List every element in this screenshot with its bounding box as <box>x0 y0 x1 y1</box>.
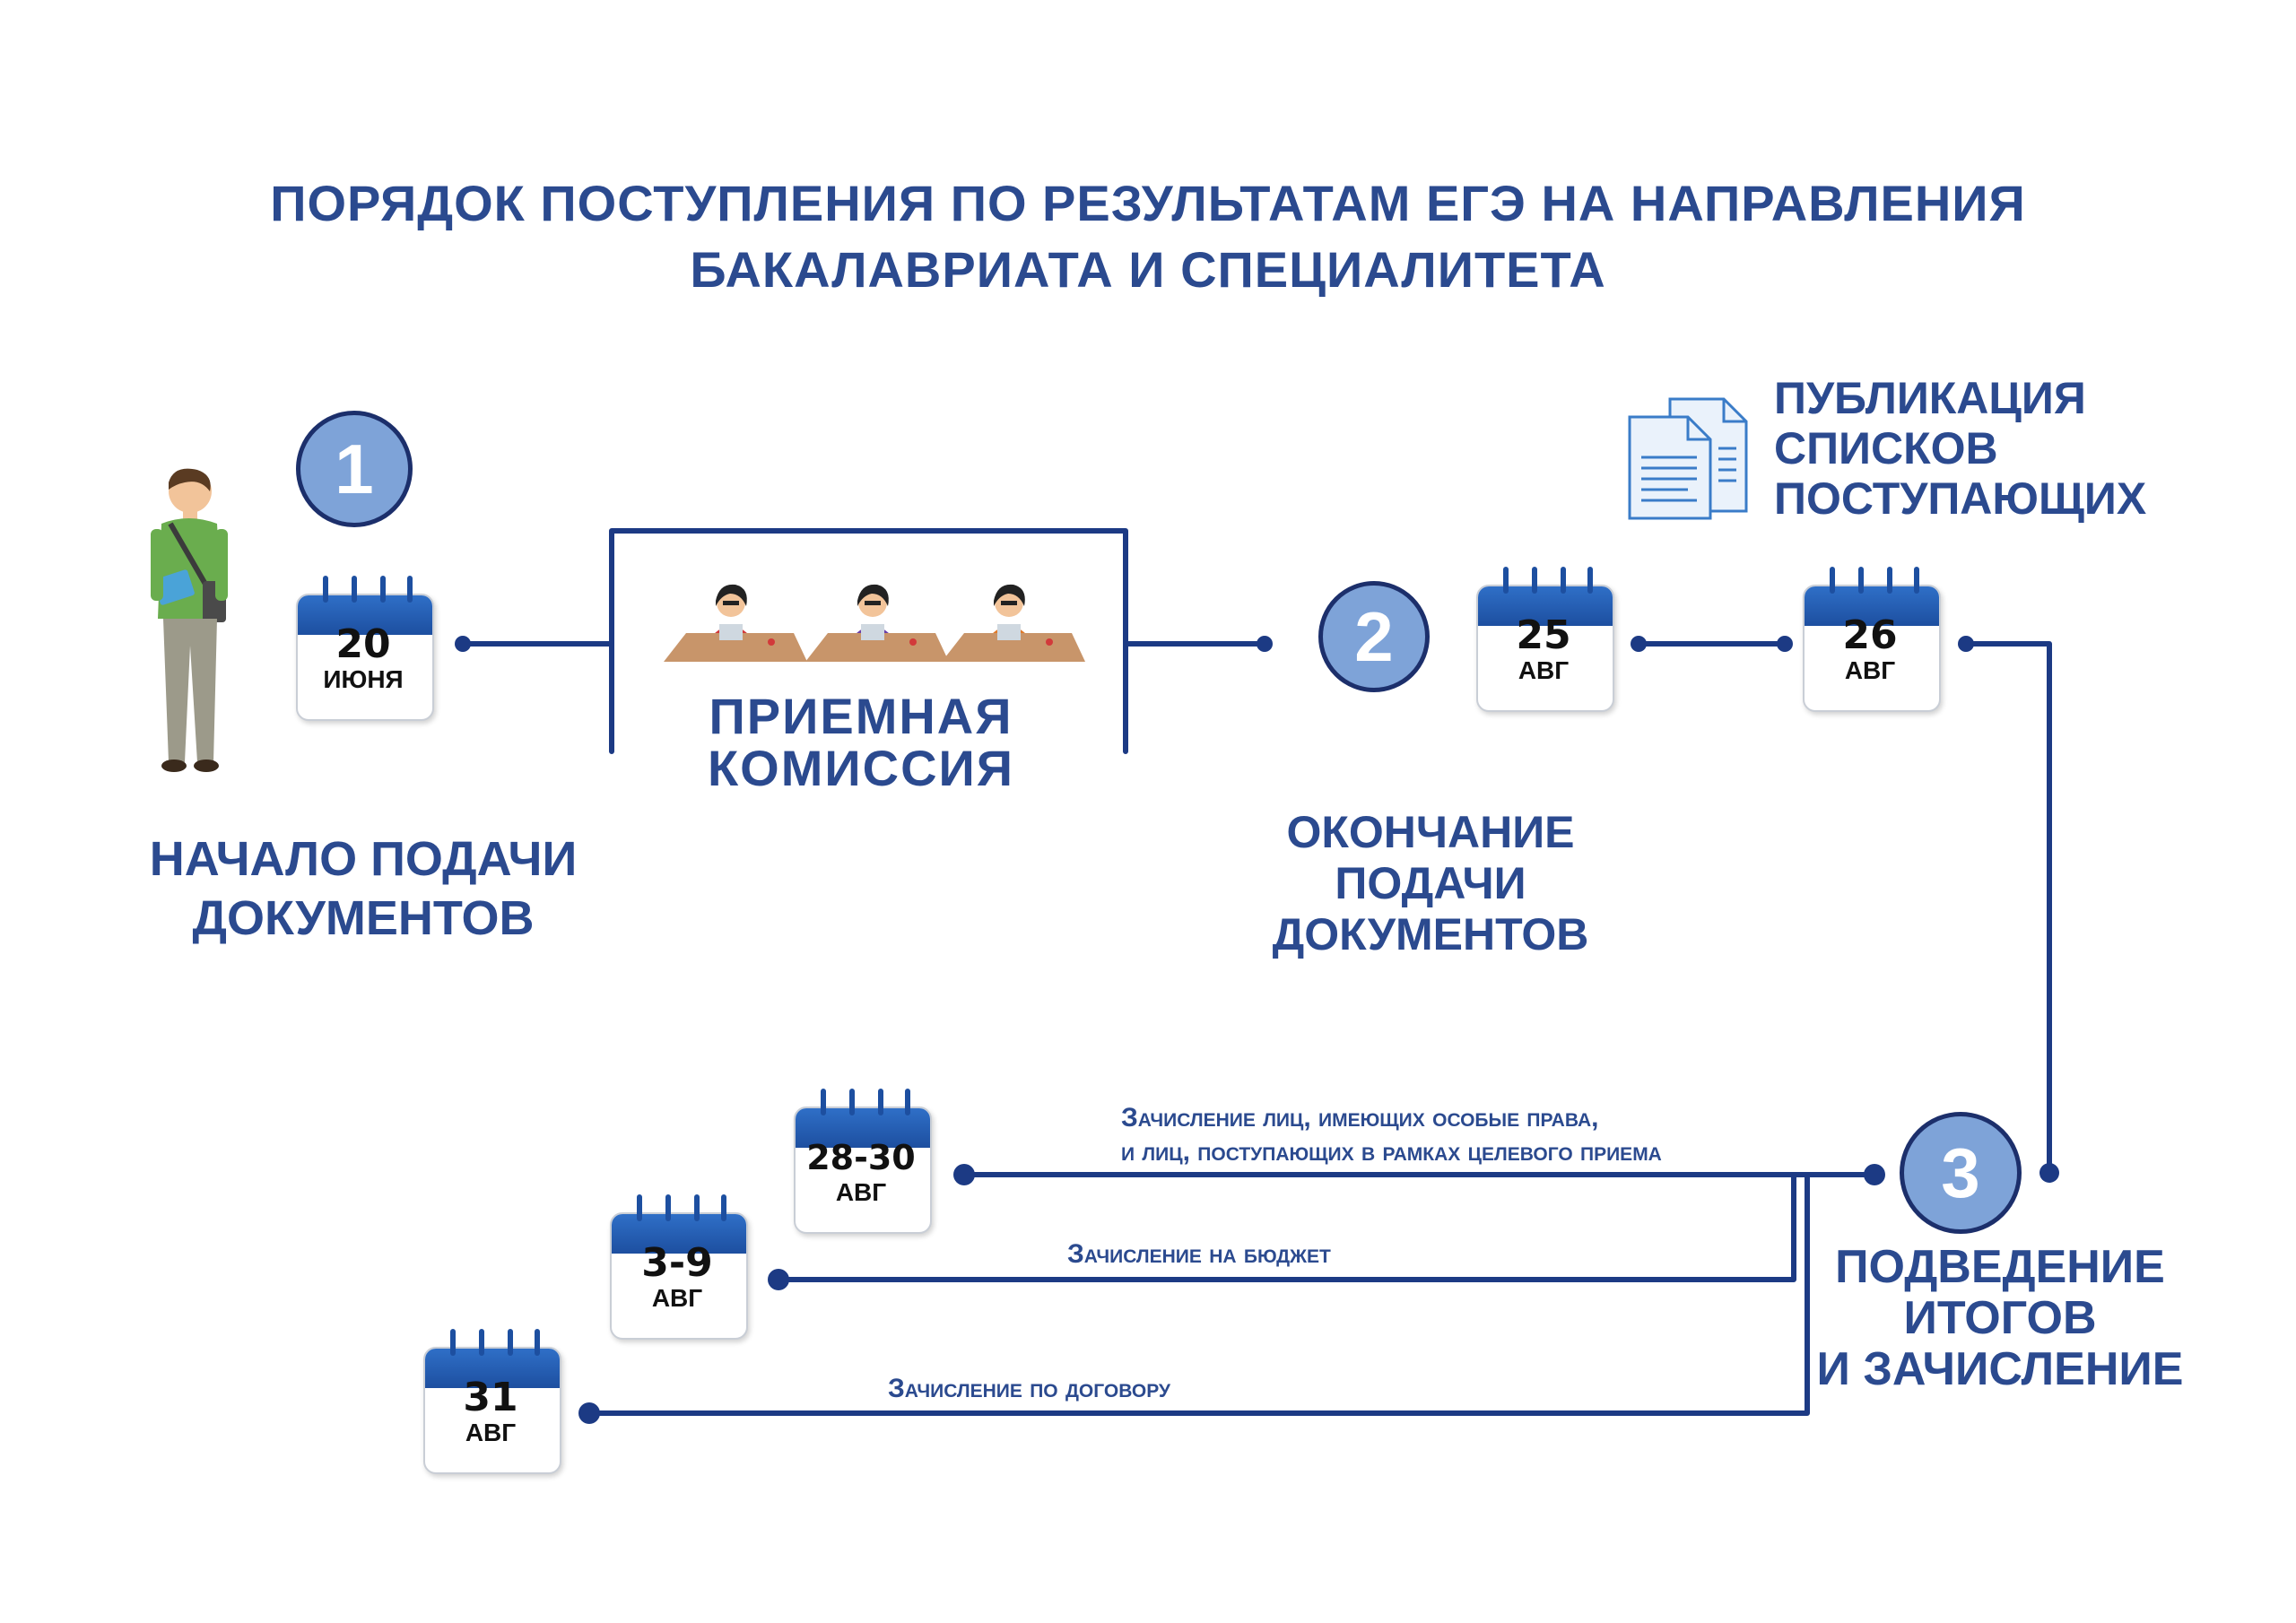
dot <box>455 636 471 652</box>
title-line-1: ПОРЯДОК ПОСТУПЛЕНИЯ ПО РЕЗУЛЬТАТАМ ЕГЭ Н… <box>270 175 2026 231</box>
label-line: ДОКУМЕНТОВ <box>192 891 535 945</box>
dot <box>578 1402 600 1424</box>
label-line: и лиц, поступающих в рамках целевого при… <box>1121 1137 1662 1167</box>
step-1-number: 1 <box>335 429 374 508</box>
label-line: СПИСКОВ <box>1774 423 1998 473</box>
calendar-icon: 25 АВГ <box>1476 565 1614 712</box>
enrollment-budget-label: Зачисление на бюджет <box>1067 1239 1331 1269</box>
enrollment-special-label: Зачисление лиц, имеющих особые права, и … <box>1121 1101 1662 1169</box>
label-line: ПУБЛИКАЦИЯ <box>1774 373 2086 423</box>
documents-icon <box>1628 397 1748 520</box>
calendar-day: 25 <box>1516 612 1571 658</box>
connector-budget <box>776 1172 1796 1282</box>
calendar-day: 20 <box>335 621 391 667</box>
commission-staff-icon <box>664 584 1085 662</box>
dot <box>953 1164 975 1185</box>
calendar-icon: 31 АВГ <box>423 1327 561 1474</box>
calendar-month: ИЮНЯ <box>323 665 404 693</box>
calendar-icon: 20 ИЮНЯ <box>296 574 434 721</box>
calendar-icon: 28-30 АВГ <box>794 1087 932 1234</box>
step-2-number: 2 <box>1354 596 1394 676</box>
label-end-submission: ОКОНЧАНИЕ ПОДАЧИ ДОКУМЕНТОВ <box>1238 807 1623 960</box>
step-1-circle: 1 <box>296 411 413 527</box>
title-line-2: БАКАЛАВРИАТА И СПЕЦИАЛИТЕТА <box>690 241 1606 298</box>
connector-26-summary <box>1963 641 2052 1176</box>
connector-contract <box>587 1172 1810 1416</box>
calendar-day: 31 <box>463 1375 518 1420</box>
label-commission: ПРИЕМНАЯ КОМИССИЯ <box>646 690 1076 794</box>
label-line: КОМИССИЯ <box>707 740 1015 796</box>
calendar-month: АВГ <box>465 1419 517 1446</box>
dot <box>768 1269 789 1290</box>
step-3-circle: 3 <box>1900 1112 2022 1234</box>
step-3-number: 3 <box>1941 1133 1980 1212</box>
label-line: ИТОГОВ <box>1903 1292 2097 1344</box>
dot <box>1257 636 1273 652</box>
calendar-icon: 3-9 АВГ <box>610 1193 748 1340</box>
calendar-month: АВГ <box>835 1178 887 1206</box>
label-line: ПОСТУПАЮЩИХ <box>1774 473 2147 524</box>
dot <box>1631 636 1647 652</box>
label-line: ПРИЕМНАЯ <box>709 688 1013 744</box>
enrollment-contract-label: Зачисление по договору <box>888 1374 1170 1403</box>
label-line: И ЗАЧИСЛЕНИЕ <box>1816 1343 2184 1395</box>
student-icon <box>151 468 228 772</box>
dot <box>1958 636 1974 652</box>
step-2-circle: 2 <box>1318 581 1430 692</box>
label-start-submission: НАЧАЛО ПОДАЧИ ДОКУМЕНТОВ <box>108 829 619 948</box>
dot <box>2039 1163 2059 1183</box>
label-publication: ПУБЛИКАЦИЯ СПИСКОВ ПОСТУПАЮЩИХ <box>1774 373 2205 524</box>
label-line: ДОКУМЕНТОВ <box>1272 909 1589 959</box>
calendar-day: 26 <box>1842 612 1898 658</box>
label-line: ПОДВЕДЕНИЕ <box>1835 1241 2165 1293</box>
calendar-month: АВГ <box>1518 656 1570 684</box>
calendar-day: 28-30 <box>806 1138 916 1177</box>
dot <box>1777 636 1793 652</box>
label-line: ОКОНЧАНИЕ <box>1286 807 1575 857</box>
calendar-month: АВГ <box>651 1284 703 1312</box>
label-line: Зачисление лиц, имеющих особые права, <box>1121 1103 1599 1133</box>
label-line: НАЧАЛО ПОДАЧИ <box>149 832 578 886</box>
calendar-day: 3-9 <box>641 1240 713 1286</box>
calendar-month: АВГ <box>1844 656 1896 684</box>
label-line: ПОДАЧИ <box>1335 858 1526 908</box>
dot <box>1864 1164 1885 1185</box>
calendar-icon: 26 АВГ <box>1803 565 1941 712</box>
diagram-title: ПОРЯДОК ПОСТУПЛЕНИЯ ПО РЕЗУЛЬТАТАМ ЕГЭ Н… <box>0 170 2296 303</box>
label-summary: ПОДВЕДЕНИЕ ИТОГОВ И ЗАЧИСЛЕНИЕ <box>1803 1242 2197 1395</box>
